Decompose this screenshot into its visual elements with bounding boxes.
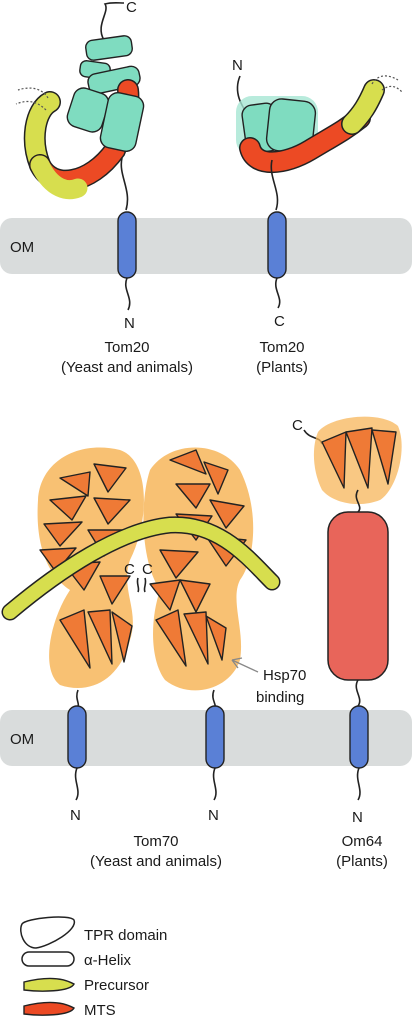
legend-label-tpr: TPR domain xyxy=(84,927,167,944)
legend-label-helix: α-Helix xyxy=(84,952,132,969)
legend-label-precursor: Precursor xyxy=(84,977,149,994)
legend-item-helix: α-Helix xyxy=(21,951,132,969)
om64-organism: (Plants) xyxy=(336,853,388,870)
om64-n-terminus: N xyxy=(352,809,363,826)
alpha-helix-icon xyxy=(21,951,75,967)
tom20-animal-n-terminus: N xyxy=(124,315,135,332)
legend: TPR domain α-Helix Precursor MTS xyxy=(20,916,167,1019)
tom70-n-terminus-left: N xyxy=(70,807,81,824)
tom70-name: Tom70 xyxy=(133,833,178,850)
outer-membrane-top: OM xyxy=(0,218,412,274)
tom70-c-terminus-right: C xyxy=(142,561,153,578)
legend-item-mts: MTS xyxy=(23,1001,116,1019)
membrane-label-bottom: OM xyxy=(10,731,34,748)
mts-icon xyxy=(23,1001,75,1016)
om64-name: Om64 xyxy=(342,833,383,850)
tom20-animal-name: Tom20 xyxy=(104,339,149,356)
tom70-c-terminus-left: C xyxy=(124,561,135,578)
tom70-n-terminus-right: N xyxy=(208,807,219,824)
hsp70-label-line1: Hsp70 xyxy=(263,667,306,684)
tom20-animal: C N Tom20 (Yeast and animals) xyxy=(15,0,193,376)
tom20-plant-organism: (Plants) xyxy=(256,359,308,376)
legend-item-precursor: Precursor xyxy=(23,977,149,994)
tpr-domain-icon xyxy=(20,916,75,949)
tom20-plant-n-terminus: N xyxy=(232,57,243,74)
tom20-plant-name: Tom20 xyxy=(259,339,304,356)
tom70-organism: (Yeast and animals) xyxy=(90,853,222,870)
tom20-animal-organism: (Yeast and animals) xyxy=(61,359,193,376)
om64: C N Om64 (Plants) xyxy=(292,416,402,870)
tom70: C C Hsp70 binding N N Tom70 (Yeast and a… xyxy=(1,447,306,870)
membrane-label-top: OM xyxy=(10,239,34,256)
om64-c-terminus: C xyxy=(292,417,303,434)
hsp70-label-line2: binding xyxy=(256,689,304,706)
legend-item-tpr: TPR domain xyxy=(20,916,167,949)
precursor-icon xyxy=(23,977,75,992)
tom20-plant-c-terminus: C xyxy=(274,313,285,330)
legend-label-mts: MTS xyxy=(84,1002,116,1019)
tom20-plant: N C Tom20 (Plants) xyxy=(232,57,403,376)
tom20-animal-c-terminus: C xyxy=(126,0,137,16)
